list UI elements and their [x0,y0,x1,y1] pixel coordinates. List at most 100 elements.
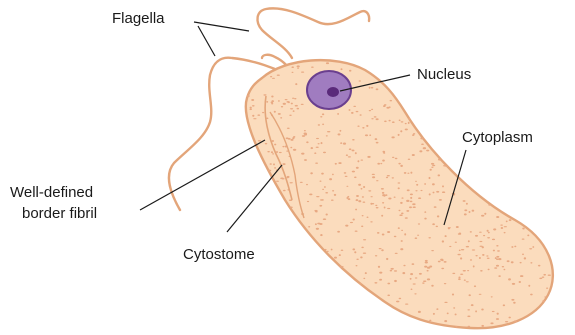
granule [356,111,359,112]
granule [431,285,433,287]
granule [410,201,413,203]
granule [367,217,369,219]
label-cytoplasm: Cytoplasm [462,129,533,146]
granule [522,254,524,256]
granule [381,188,384,190]
granule [432,223,435,225]
granule [290,139,293,141]
granule [320,181,322,182]
granule [320,116,322,118]
granule [466,281,469,282]
granule [400,130,402,132]
granule [496,256,499,258]
granule [271,100,274,102]
granule [447,312,449,314]
granule [352,149,355,151]
granule [484,213,486,215]
granule [381,215,383,217]
granule [491,296,493,297]
granule [407,173,409,174]
granule [369,110,371,111]
granule [356,265,358,266]
granule [271,151,273,153]
granule [318,124,320,125]
granule [496,216,499,218]
granule [332,190,334,192]
granule [314,152,316,154]
granule [466,246,469,248]
granule [273,163,275,165]
granule [445,166,448,167]
granule [466,203,468,205]
granule [390,100,393,102]
granule [310,172,313,174]
granule [371,203,374,204]
granule [251,99,254,101]
granule [479,257,481,259]
granule [453,307,455,308]
granule [474,285,476,287]
granule [389,120,391,122]
granule [497,250,500,251]
granule [287,177,289,179]
granule [278,113,281,115]
granule [399,210,401,211]
granule [308,226,310,228]
label-border-fibril-line1: Well-defined [10,184,93,201]
granule [329,178,332,180]
granule [266,101,268,103]
granule [473,265,475,267]
granule [496,258,499,260]
granule [408,159,411,160]
granule [422,282,424,283]
granule [350,222,353,223]
granule [341,250,344,251]
granule [387,175,390,176]
granule [270,163,272,165]
granule [415,181,417,182]
granule [324,249,326,251]
granule [410,194,413,196]
granule [429,193,431,195]
granule [401,121,404,122]
granule [522,228,525,230]
granule [459,232,462,234]
granule [301,104,304,105]
granule [415,237,418,239]
granule [487,237,490,238]
granule [415,277,418,278]
granule [285,99,288,100]
granule [359,80,361,81]
granule [356,195,359,197]
granule [399,119,401,121]
granule [503,269,505,271]
granule [274,111,276,113]
granule [426,150,429,152]
granule [375,205,377,206]
granule [290,147,292,149]
granule [469,211,471,213]
granule [394,270,397,271]
granule [355,209,357,211]
granule [511,299,514,301]
leader-flagella [194,22,249,31]
granule [392,121,395,123]
granule [456,226,459,228]
granule [321,173,324,175]
granule [320,234,322,236]
granule [493,228,496,230]
granule [413,206,416,208]
granule [296,108,299,110]
granule [379,272,382,274]
granule [271,95,273,97]
granule [315,223,317,225]
leader-flagella-branch [198,26,215,56]
granule [371,109,373,110]
granule [501,227,504,229]
granule [297,68,299,69]
granule [479,294,482,295]
granule [479,241,482,242]
granule [394,197,396,198]
granule [387,294,390,296]
granule [304,134,307,136]
